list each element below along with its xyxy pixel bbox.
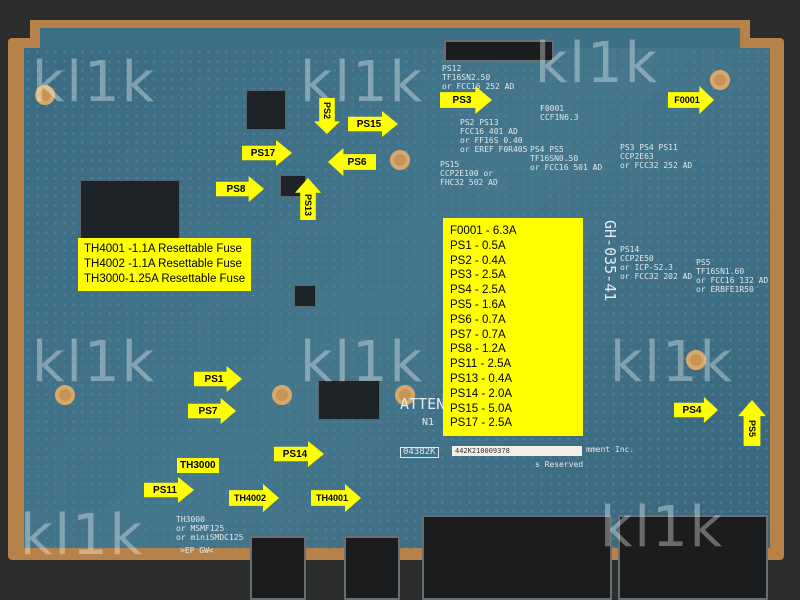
fuse-line: TH3000-1.25A Resettable Fuse [84,273,246,285]
rating-line: PS8 - 1.2A [450,343,506,356]
usb-port [344,536,400,600]
reserved-text: s Reserved [535,460,584,469]
rating-line: PS17 - 2.5A [450,417,513,430]
n1-label: N1 [422,417,435,428]
watermark: kl1k [610,330,735,395]
rating-line: PS11 - 2.5A [450,358,512,371]
board-code: 04382K [400,447,439,458]
silk-ps5: PS5 TF16SN1.60 or FCC16 132 AD or ERBFE1… [696,258,769,294]
usb-port [250,536,306,600]
mounting-hole [395,385,415,405]
rating-line: PS2 - 0.4A [450,254,506,267]
watermark: kl1k [20,503,145,568]
mounting-hole [710,70,730,90]
connector [618,515,768,600]
watermark: kl1k [32,50,157,115]
silk-ps12: PS12 TF16SN2.50 or FCC16 252 AD [442,64,515,91]
small-chip [246,90,286,130]
rating-line: PS3 - 2.5A [450,269,506,282]
mounting-hole [35,85,55,105]
silk-ps2: PS2 PS13 FCC16 401 AD or FF16S 0.40 or E… [460,118,528,154]
silk-ps14: PS14 CCP2E50 or ICP-S2.3 or FCC32 202 AD [620,245,693,281]
mounting-hole [55,385,75,405]
callout-th3000: TH3000 [177,458,219,473]
silk-ps15: PS15 CCP2E100 or FHC32 502 AD [440,160,498,187]
rating-line: F0001 - 6.3A [450,225,517,237]
mounting-hole [686,350,706,370]
silk-ps53: PS3 PS4 PS11 CCP2E63 or FCC32 252 AD [620,143,693,170]
silk-f0001: F0001 CCF1N6.3 [540,104,579,122]
watermark: kl1k [600,495,725,560]
board-model: GH-035-41 [601,220,619,302]
rating-line: PS6 - 0.7A [450,313,506,326]
silk-ps4: PS4 PS5 TF16SN0.50 or FCC16 501 AD [530,145,603,172]
connector [444,40,554,62]
rating-table: F0001 - 6.3A PS1 - 0.5A PS2 - 0.4A PS3 -… [443,218,583,436]
rating-line: PS7 - 0.7A [450,328,506,341]
rating-line: PS14 - 2.0A [450,387,513,400]
barcode-sticker: 442K210009378 [452,446,582,456]
small-chip [318,380,380,420]
rating-line: PS5 - 1.6A [450,298,506,311]
silk-th3000: TH3000 or MSMF125 or miniSMDC125 [176,515,244,542]
fuse-line: TH4001 -1.1A Resettable Fuse [84,243,242,255]
pcb-surface [24,48,770,548]
rating-line: PS13 - 0.4A [450,372,513,385]
watermark: kl1k [300,330,425,395]
rating-line: PS15 - 5.0A [450,402,513,415]
mounting-hole [390,150,410,170]
dep-text: >EP GW< [180,546,214,555]
copyright-text: mment Inc. [586,445,635,454]
mounting-hole [272,385,292,405]
fuse-line: TH4002 -1.1A Resettable Fuse [84,258,242,270]
connector [422,515,612,600]
rating-line: PS1 - 0.5A [450,239,506,252]
watermark: kl1k [535,31,660,96]
rating-line: PS4 - 2.5A [450,284,506,297]
watermark: kl1k [300,50,425,115]
attention-text: ATTENT [400,395,455,413]
small-chip [294,285,316,307]
watermark: kl1k [32,330,157,395]
fuse-note: TH4001 -1.1A Resettable Fuse TH4002 -1.1… [78,238,252,291]
